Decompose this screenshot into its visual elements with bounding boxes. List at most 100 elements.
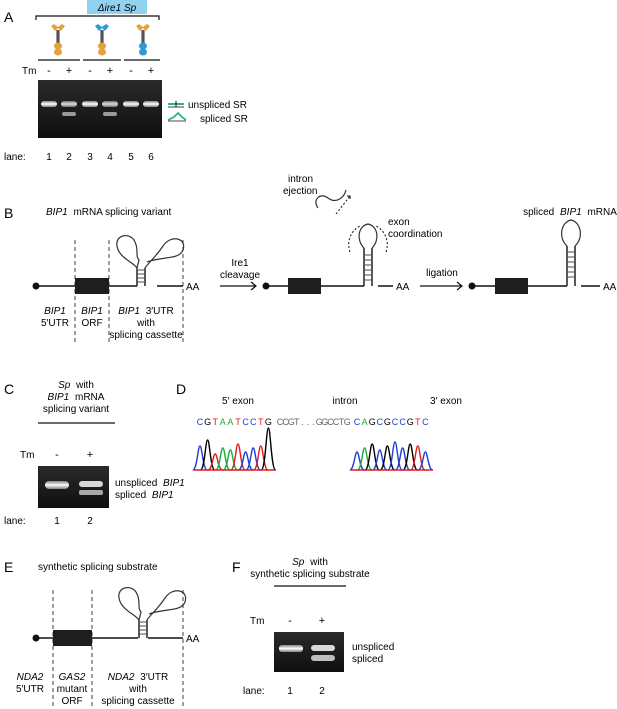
sequence-base: A bbox=[362, 417, 368, 427]
exon-label-1: exon bbox=[388, 217, 410, 228]
gel-bands bbox=[41, 101, 159, 116]
band-unspliced bbox=[311, 645, 335, 651]
spliced-mrna-label: spliced BIP1 mRNA bbox=[523, 207, 617, 218]
sequence-base: T bbox=[235, 417, 241, 427]
sequence-base: T bbox=[415, 417, 421, 427]
tm-label: Tm bbox=[250, 616, 264, 627]
panel-f-letter: F bbox=[232, 559, 241, 575]
panel-c: C Sp with BIP1 mRNA splicing variant Tm … bbox=[4, 380, 185, 527]
chromatogram-peak bbox=[253, 445, 269, 471]
panel-a-letter: A bbox=[4, 9, 14, 25]
lane-label: lane: bbox=[4, 516, 26, 527]
head-line2: synthetic splicing substrate bbox=[250, 569, 370, 580]
exon-label-2: coordination bbox=[388, 229, 442, 240]
chromatogram-peak bbox=[417, 451, 433, 471]
region3-rest: 3′UTR bbox=[146, 306, 174, 317]
sequence-base: . bbox=[312, 417, 315, 427]
orf-box bbox=[495, 278, 528, 294]
intron-label-1: intron bbox=[288, 174, 313, 185]
chromatogram-peak bbox=[260, 427, 277, 471]
band-label-spliced: spliced bbox=[352, 654, 383, 665]
lane-number: 6 bbox=[148, 152, 154, 163]
sequence-base: G bbox=[369, 417, 376, 427]
step1-line2: cleavage bbox=[220, 270, 260, 281]
lane-number: 4 bbox=[107, 152, 113, 163]
sequence-base: A bbox=[220, 417, 226, 427]
region2-rest: ORF bbox=[81, 318, 102, 329]
chromatogram-peak bbox=[372, 449, 388, 471]
chromatogram-peak bbox=[379, 445, 396, 471]
sequence-base: C bbox=[354, 417, 361, 427]
band-label-word: spliced bbox=[115, 490, 146, 501]
sequence-base: G bbox=[344, 417, 351, 427]
sequence-base: C bbox=[277, 417, 284, 427]
tm-sign: + bbox=[107, 65, 113, 77]
head-line1: Sp with bbox=[58, 380, 94, 391]
region1-rest: 5′UTR bbox=[41, 318, 69, 329]
tm-sign: - bbox=[88, 65, 92, 77]
chromatogram-peak bbox=[245, 447, 261, 471]
band-spliced bbox=[311, 655, 335, 661]
sequence-base: C bbox=[242, 417, 249, 427]
panel-c-letter: C bbox=[4, 381, 14, 397]
head-gene: BIP1 bbox=[48, 392, 70, 403]
sequence-base: G bbox=[265, 417, 272, 427]
lane-numbers: 1 2 3 4 5 6 bbox=[46, 152, 154, 163]
head-mrna: mRNA bbox=[75, 392, 105, 403]
panel-b-title: BIP1 mRNA splicing variant bbox=[46, 207, 172, 218]
tm-sign: - bbox=[55, 449, 59, 461]
chromatogram-peak bbox=[207, 453, 223, 471]
tm-sign: + bbox=[66, 65, 72, 77]
head-sp: Sp bbox=[292, 557, 305, 568]
sequence-base: C bbox=[377, 417, 384, 427]
chromatogram bbox=[192, 427, 433, 471]
lane-number: 5 bbox=[128, 152, 134, 163]
bip1-construct-cleaved: AA intron ejection exon coordination bbox=[262, 174, 442, 294]
sequence-base: C bbox=[399, 417, 406, 427]
sequence-base: T bbox=[294, 417, 300, 427]
band-spliced bbox=[103, 112, 117, 116]
band-label-word: unspliced bbox=[115, 478, 157, 489]
band-label-gene: BIP1 bbox=[163, 478, 185, 489]
region3-gene: BIP1 bbox=[118, 306, 140, 317]
panel-a: A Δire1 Sp Tm - + - bbox=[4, 0, 248, 163]
construct-icon-blue-orange bbox=[95, 24, 109, 56]
lane-number: 3 bbox=[87, 152, 93, 163]
intron-label-2: ejection bbox=[283, 186, 317, 197]
band-unspliced bbox=[82, 101, 98, 107]
region2-gene: GAS2 bbox=[59, 672, 86, 683]
region1-rest: 5′UTR bbox=[16, 684, 44, 695]
nda2-construct: AA bbox=[32, 586, 200, 709]
band-label-spliced: spliced BIP1 bbox=[115, 490, 174, 501]
panel-d-letter: D bbox=[176, 381, 186, 397]
chromatogram-peak bbox=[215, 447, 231, 471]
chromatogram-peak bbox=[349, 451, 365, 471]
band-unspliced bbox=[61, 101, 77, 107]
region3-title: NDA2 3′UTR bbox=[108, 672, 168, 683]
polya-label: AA bbox=[186, 634, 200, 645]
band-label-gene: BIP1 bbox=[152, 490, 174, 501]
region3-line: with bbox=[128, 684, 147, 695]
construct-icon-orange-orange bbox=[51, 24, 65, 56]
chromatogram-peak bbox=[192, 445, 208, 471]
tm-sign: - bbox=[47, 65, 51, 77]
construct-icon-orange-blue bbox=[136, 24, 150, 56]
panel-c-head: Sp with BIP1 mRNA splicing variant bbox=[43, 380, 109, 415]
band-unspliced bbox=[279, 645, 303, 652]
panel-e: E synthetic splicing substrate AA NDA2 5… bbox=[4, 559, 200, 709]
polya-label: AA bbox=[186, 282, 200, 293]
sequence-base: C bbox=[250, 417, 257, 427]
region3-line: splicing cassette bbox=[101, 696, 175, 707]
region3-gene: NDA2 bbox=[108, 672, 135, 683]
region2-line: ORF bbox=[61, 696, 82, 707]
bip1-construct-spliced: AA spliced BIP1 mRNA bbox=[468, 207, 617, 294]
panel-e-title: synthetic splicing substrate bbox=[38, 562, 158, 573]
sequence-base: C bbox=[422, 417, 429, 427]
nda2-region-labels: NDA2 5′UTR GAS2 mutant ORF NDA2 3′UTR wi… bbox=[16, 672, 175, 707]
tm-signs: - + - + - + bbox=[47, 65, 154, 77]
region1-gene: BIP1 bbox=[44, 306, 66, 317]
band-unspliced bbox=[79, 481, 103, 487]
head-with: with bbox=[309, 557, 328, 568]
